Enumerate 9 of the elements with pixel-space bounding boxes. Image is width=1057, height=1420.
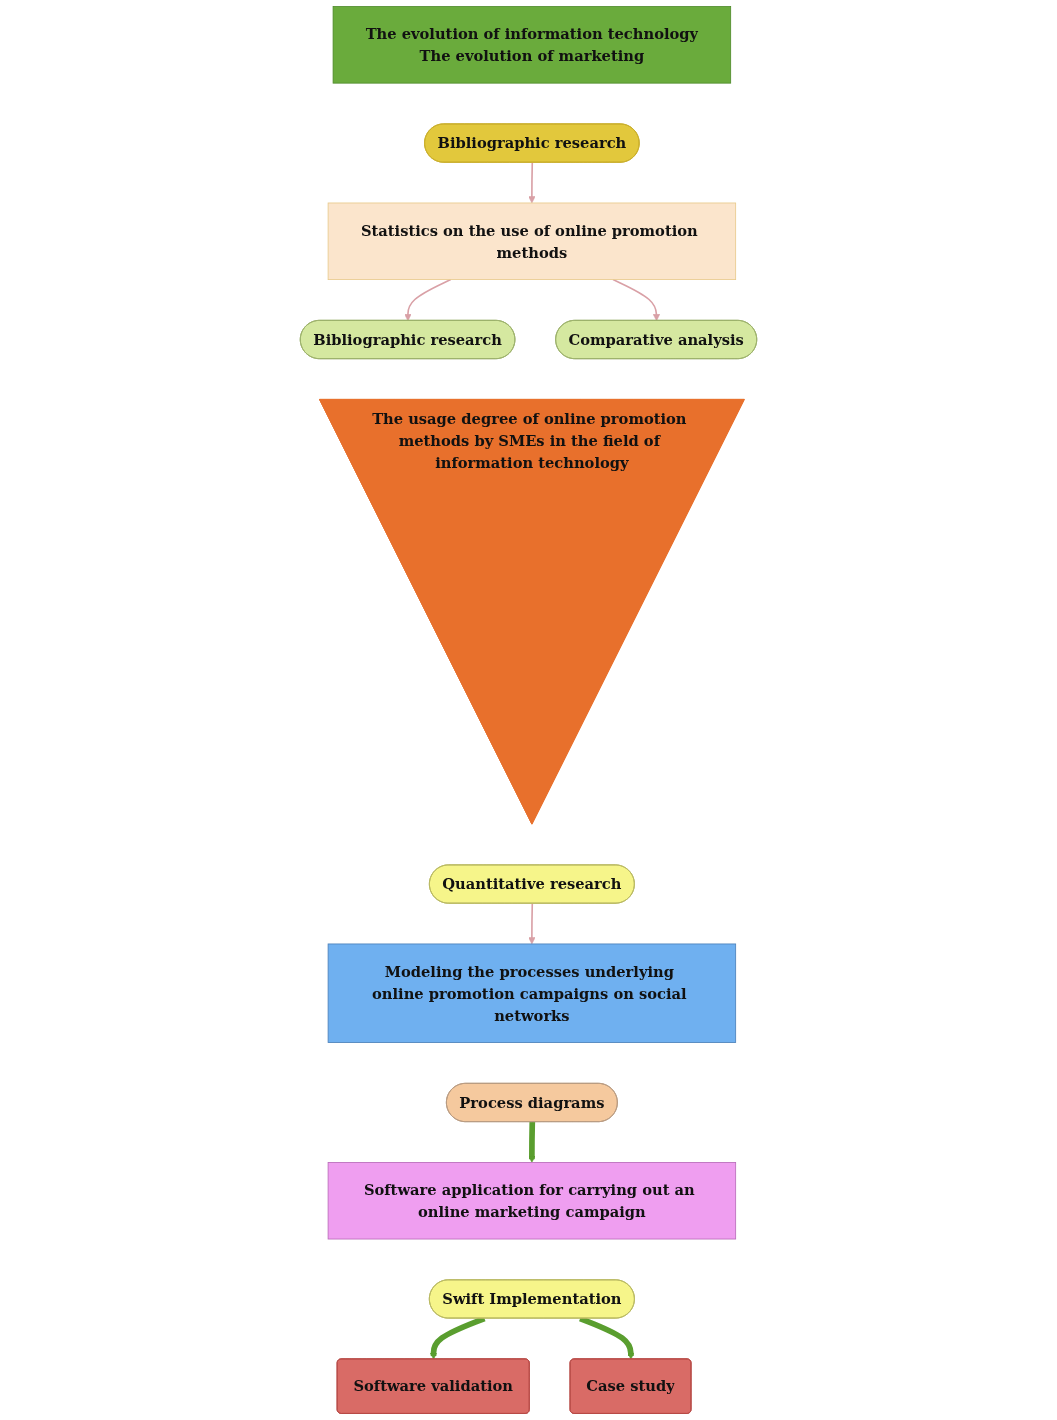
arrow (528, 1122, 536, 1163)
arrow (528, 902, 536, 945)
node-box (327, 1162, 737, 1240)
node-box (332, 6, 732, 84)
node-box (327, 943, 737, 1043)
arrow (404, 278, 452, 322)
arrow (528, 161, 536, 204)
arrow (612, 278, 661, 322)
node-box (327, 202, 737, 280)
